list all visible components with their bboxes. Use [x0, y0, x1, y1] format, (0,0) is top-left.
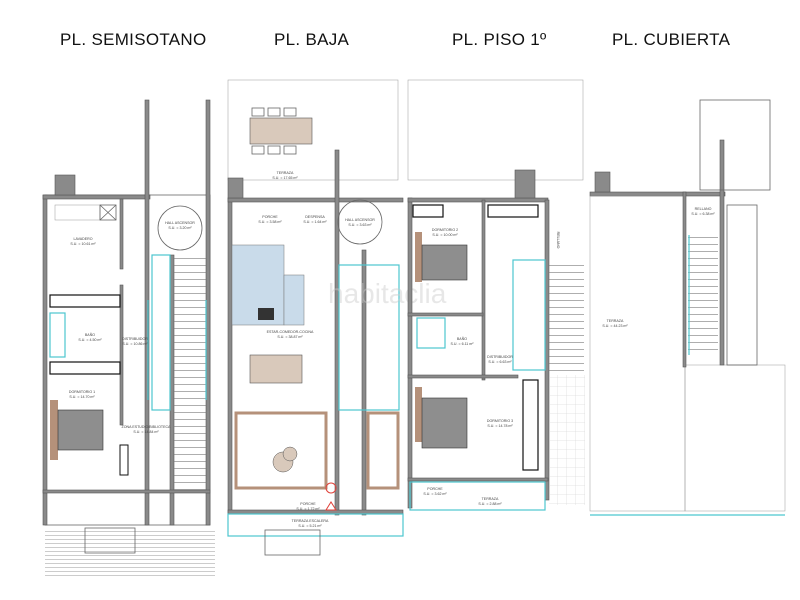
label-estudio: ZONA ESTUDIO/BIBLIOTECA — [122, 425, 172, 429]
area-distribuidor: S.U. = 6.63 m² — [488, 360, 512, 364]
area-despensa: S.U. = 1.64 m² — [303, 220, 327, 224]
area-bano: S.U. = 6.11 m² — [450, 342, 474, 346]
watermark: habitaclia — [328, 278, 447, 309]
label-despensa: DESPENSA — [305, 215, 325, 219]
label-rellano: RELLANO — [556, 232, 560, 249]
plan-piso1: DORMITORIO 2 S.U. = 10.00 m² BAÑO S.U. =… — [407, 79, 585, 511]
area-bano: S.U. = 4.50 m² — [78, 338, 102, 342]
label-distribuidor: DISTRIBUIDOR — [122, 337, 148, 341]
label-terraza-escalera: TERRAZA ESCALERA — [292, 519, 329, 523]
label-terraza: TERRAZA — [482, 497, 499, 501]
area-porche: S.U. = 3.62 m² — [423, 492, 447, 496]
label-porche2: PORCHE — [300, 502, 316, 506]
label-estar: ESTAR-COMEDOR-COCINA — [267, 330, 314, 334]
area-porche: S.U. = 3.58 m² — [258, 220, 282, 224]
area-hall: S.U. = 3.63 m² — [348, 223, 372, 227]
area-terraza: S.U. = 17.65 m² — [272, 176, 298, 180]
area-lavadero: S.U. = 10.61 m² — [70, 242, 96, 246]
label-dormitorio2: DORMITORIO 2 — [432, 228, 458, 232]
label-porche: PORCHE — [262, 215, 278, 219]
plan-baja: habitaclia TERRAZA S.U. = 17.65 m² PORCH… — [227, 79, 447, 556]
area-porche2: S.U. = 1.72 m² — [296, 507, 320, 511]
label-terraza: TERRAZA — [607, 319, 624, 323]
title-baja: PL. BAJA — [274, 30, 350, 49]
label-dormitorio1: DORMITORIO 1 — [69, 390, 95, 394]
title-piso1: PL. PISO 1º — [452, 30, 547, 49]
area-estudio: S.U. = 14.84 m² — [133, 430, 159, 434]
plan-cubierta: TERRAZA S.U. = 44.23 m² RELLANO S.U. = 6… — [589, 99, 786, 516]
label-lavadero: LAVADERO — [73, 237, 92, 241]
area-terraza: S.U. = 44.23 m² — [602, 324, 628, 328]
label-bano: BAÑO — [85, 332, 95, 337]
area-terraza-escalera: S.U. = 5.21 m² — [298, 524, 322, 528]
label-rellano: RELLANO — [695, 207, 712, 211]
area-estar: S.U. = 38.87 m² — [277, 335, 303, 339]
label-hall: HALL ASCENSOR — [165, 221, 195, 225]
area-dormitorio3: S.U. = 14.78 m² — [487, 424, 513, 428]
area-distribuidor: S.U. = 10.86 m² — [122, 342, 148, 346]
area-hall: S.U. = 3.20 m² — [168, 226, 192, 230]
label-bano: BAÑO — [457, 336, 467, 341]
label-terraza: TERRAZA — [277, 171, 294, 175]
area-terraza: S.U. = 2.88 m² — [478, 502, 502, 506]
area-dormitorio1: S.U. = 14.70 m² — [69, 395, 95, 399]
plan-semisotano: LAVADERO S.U. = 10.61 m² HALL ASCENSOR S… — [42, 99, 215, 578]
label-porche: PORCHE — [427, 487, 443, 491]
title-semisotano: PL. SEMISOTANO — [60, 30, 207, 49]
label-distribuidor: DISTRIBUIDOR — [487, 355, 513, 359]
area-rellano: S.U. = 6.38 m² — [691, 212, 715, 216]
title-cubierta: PL. CUBIERTA — [612, 30, 731, 49]
area-dormitorio2: S.U. = 10.00 m² — [432, 233, 458, 237]
label-hall: HALL ASCENSOR — [345, 218, 375, 222]
label-dormitorio3: DORMITORIO 3 — [487, 419, 513, 423]
